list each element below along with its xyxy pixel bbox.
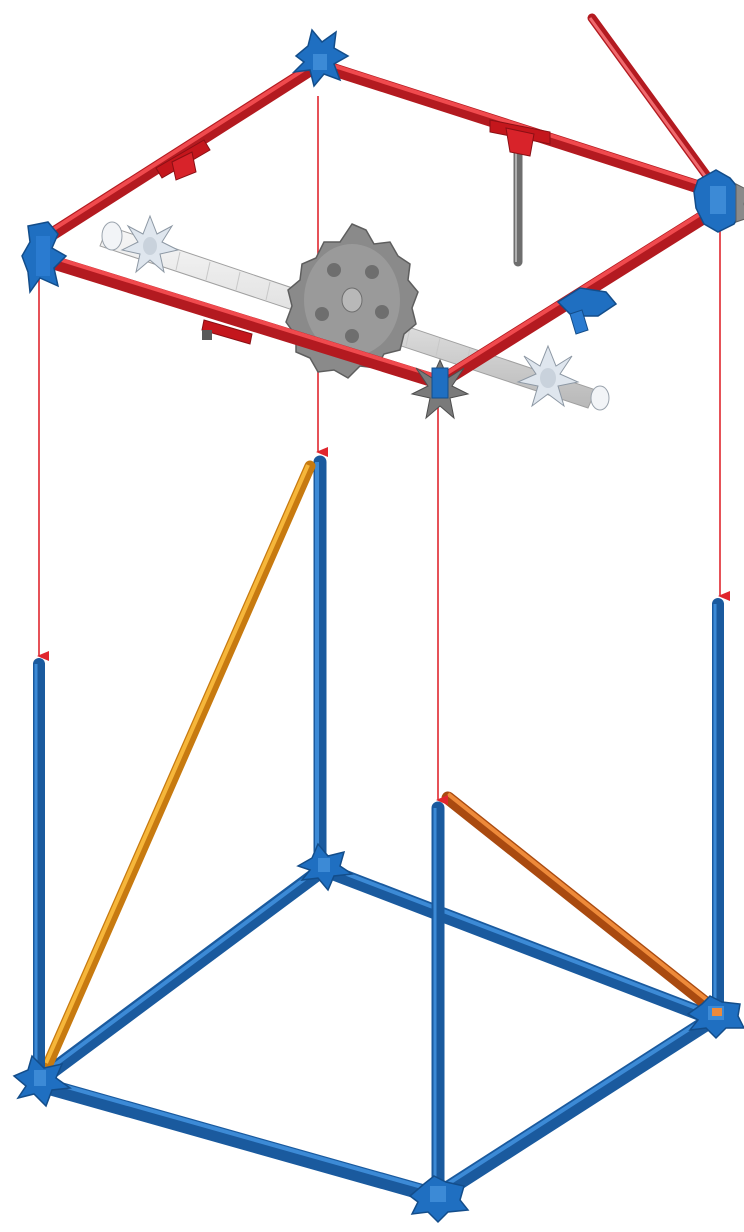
connector-hub-icon	[686, 995, 744, 1040]
connector-hub-icon	[21, 221, 68, 295]
brace-rod-left-orange	[42, 460, 316, 1070]
connector-hub-icon	[556, 287, 618, 335]
connector-red-clip	[155, 139, 211, 181]
rod-top-back-left	[39, 59, 323, 245]
connector-hub-icon	[296, 842, 355, 892]
rod-vertical-left	[33, 658, 45, 1076]
connector-hub-icon	[693, 169, 744, 233]
brace-rod-right-orange	[441, 791, 719, 1015]
axle-assembly	[99, 214, 610, 411]
rod-top-front-left	[45, 255, 439, 387]
top-frame	[21, 13, 744, 420]
gear-icon	[120, 214, 180, 274]
rod-base-back-left	[32, 862, 330, 1088]
connector-red-clip	[201, 319, 253, 345]
connector-hub-icon	[408, 1175, 470, 1224]
connector-hub-icon	[291, 28, 350, 88]
gear-icon	[516, 344, 580, 408]
rod-base-front-left	[38, 1078, 444, 1204]
connector-red-clip	[489, 119, 551, 157]
rod-base-back-right	[318, 862, 720, 1026]
bottom-frame	[12, 455, 744, 1224]
rod-vertical-right	[712, 598, 724, 1010]
hanging-axle-rod	[513, 133, 523, 267]
rod-vertical-back	[313, 455, 327, 869]
connector-hub-icon	[410, 358, 470, 420]
loose-rod-red	[587, 13, 715, 185]
rod-base-front-right	[432, 1010, 722, 1202]
rod-vertical-front	[431, 801, 445, 1193]
guide-arrows	[37, 96, 730, 805]
connector-hub-icon	[12, 1054, 73, 1108]
